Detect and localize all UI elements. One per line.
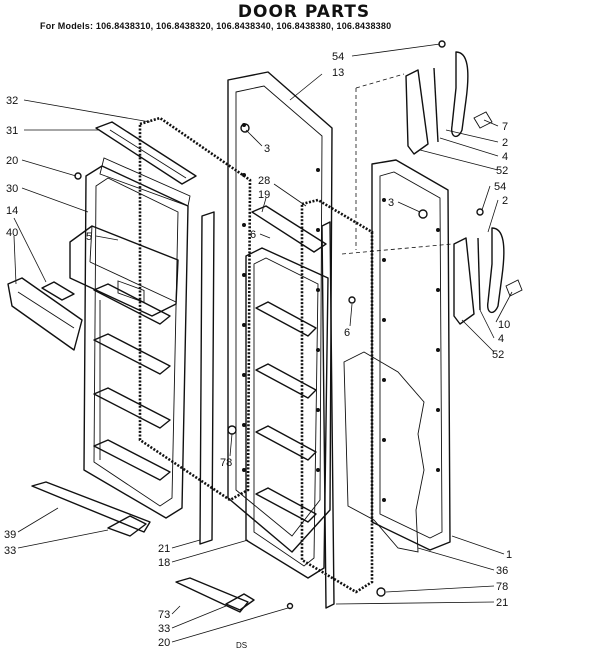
callout-20: 20 bbox=[6, 155, 18, 167]
callout-numbers: 54 13 32 31 3 20 30 14 5 40 7 2 4 52 54 … bbox=[4, 51, 512, 650]
callout-33: 33 bbox=[4, 545, 16, 557]
fresh-food-door-shelves bbox=[255, 301, 317, 523]
page-title: DOOR PARTS bbox=[237, 2, 371, 22]
callout-4: 4 bbox=[498, 333, 504, 345]
callout-1: 1 bbox=[506, 549, 512, 561]
leader-lines bbox=[13, 43, 513, 643]
fresh-food-top-trim bbox=[251, 205, 327, 253]
fresh-food-bottom-trim bbox=[175, 577, 255, 613]
freezer-handle-assembly bbox=[405, 51, 493, 155]
fresh-food-side-strip bbox=[321, 221, 335, 609]
freezer-door-liner bbox=[83, 157, 191, 519]
freezer-outer-door-panel bbox=[227, 71, 333, 553]
callout-21: 21 bbox=[496, 597, 508, 609]
callout-33: 33 bbox=[158, 623, 170, 635]
callout-54: 54 bbox=[332, 51, 344, 63]
freezer-door-gasket bbox=[138, 116, 252, 502]
dispenser-housing bbox=[69, 225, 179, 317]
freezer-door-shelves bbox=[93, 283, 171, 481]
dispenser-tray bbox=[7, 277, 83, 351]
callout-31: 31 bbox=[6, 125, 18, 137]
callout-2: 2 bbox=[502, 137, 508, 149]
fresh-food-outer-door-panel bbox=[371, 159, 451, 551]
callout-39: 39 bbox=[4, 529, 16, 541]
callout-4: 4 bbox=[502, 151, 508, 163]
model-list: For Models: 106.8438310, 106.8438320, 10… bbox=[40, 21, 392, 31]
callout-36: 36 bbox=[496, 565, 508, 577]
fresh-food-door-gasket bbox=[300, 198, 374, 594]
callout-18: 18 bbox=[158, 557, 170, 569]
door-insulation bbox=[343, 351, 425, 553]
callout-3: 3 bbox=[388, 197, 394, 209]
callout-6: 6 bbox=[344, 327, 350, 339]
fresh-food-door-liner bbox=[245, 247, 329, 579]
callout-14: 14 bbox=[6, 205, 18, 217]
callout-40: 40 bbox=[6, 227, 18, 239]
fresh-food-handle-assembly bbox=[453, 227, 523, 325]
callout-78: 78 bbox=[220, 457, 232, 469]
screws-and-fasteners bbox=[74, 40, 484, 610]
callout-10: 10 bbox=[498, 319, 510, 331]
callout-54: 54 bbox=[494, 181, 506, 193]
alignment-lines bbox=[341, 73, 453, 255]
callout-52: 52 bbox=[492, 349, 504, 361]
callout-52: 52 bbox=[496, 165, 508, 177]
callout-7: 7 bbox=[502, 121, 508, 133]
callout-78: 78 bbox=[496, 581, 508, 593]
callout-30: 30 bbox=[6, 183, 18, 195]
callout-32: 32 bbox=[6, 95, 18, 107]
callout-5: 5 bbox=[86, 231, 92, 243]
callout-19: 19 bbox=[258, 189, 270, 201]
callout-20: 20 bbox=[158, 637, 170, 649]
freezer-side-strip bbox=[199, 211, 215, 545]
drip-grille bbox=[41, 281, 75, 301]
callout-28: 28 bbox=[258, 175, 270, 187]
callout-3: 3 bbox=[264, 143, 270, 155]
freezer-bottom-trim bbox=[31, 481, 151, 537]
callout-13: 13 bbox=[332, 67, 344, 79]
footer-code: DS bbox=[236, 641, 247, 650]
callout-73: 73 bbox=[158, 609, 170, 621]
callout-21: 21 bbox=[158, 543, 170, 555]
callout-6: 6 bbox=[250, 229, 256, 241]
callout-2: 2 bbox=[502, 195, 508, 207]
freezer-top-trim bbox=[95, 121, 197, 185]
